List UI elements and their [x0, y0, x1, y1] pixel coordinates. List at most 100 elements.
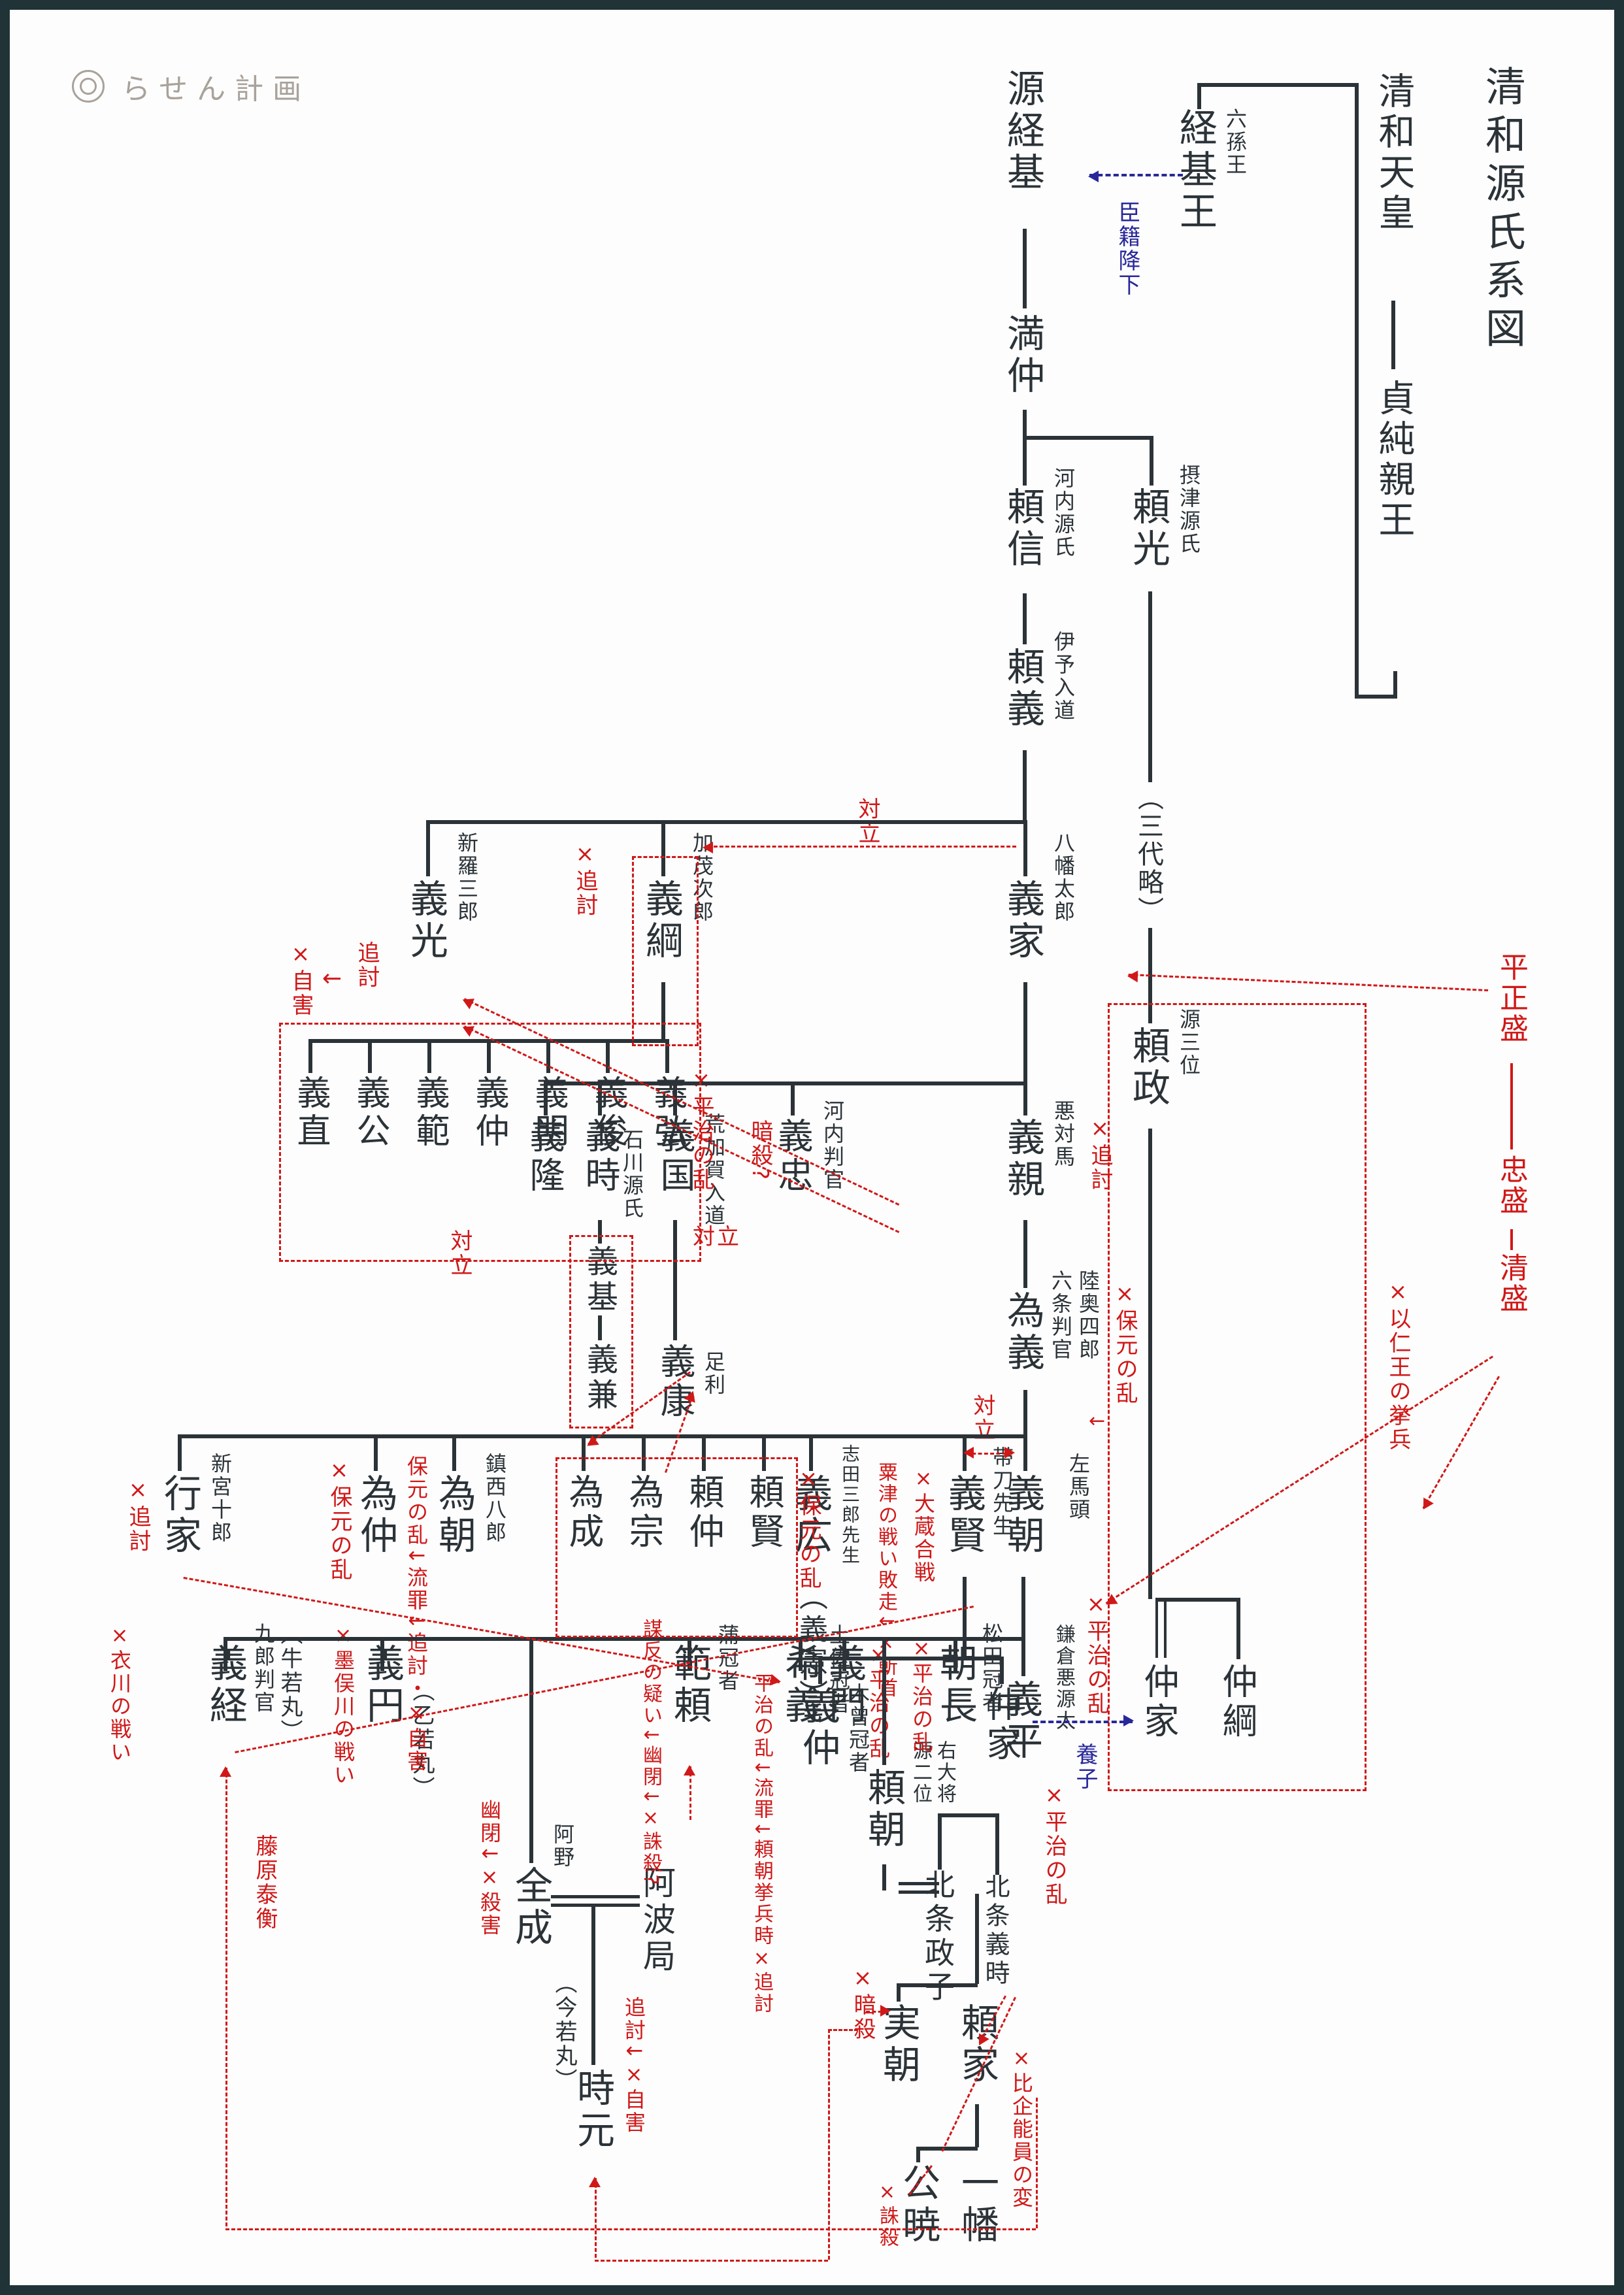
annotation: ×保元の乱: [1112, 1281, 1138, 1406]
descent-line: [1197, 83, 1201, 109]
descent-line: [1148, 928, 1152, 1023]
person-yoshikata: 義賢: [942, 1474, 986, 1557]
descent-line: [963, 1577, 967, 1658]
descent-line: [224, 1637, 227, 1671]
annotation: 謀反の疑い↓幽閉↓×誅殺?: [639, 1619, 662, 1887]
descent-line: [1023, 436, 1153, 440]
person-yoshinaka-kiso: 義仲: [796, 1686, 840, 1770]
conflict-dash: [708, 846, 1016, 848]
descent-line: [426, 820, 1027, 824]
descent-line: [791, 1081, 795, 1115]
annotation: ×平治の乱: [909, 1636, 934, 1754]
descent-line: [1023, 1081, 1027, 1115]
person-yoshitaka: 義隆: [523, 1117, 565, 1196]
epithet-label: 新宮十郎: [208, 1453, 233, 1544]
person-yoshinori: 義範: [410, 1075, 449, 1151]
person-yoriie: 頼家: [955, 2003, 999, 2087]
epithet-label: 鎮西八郎: [482, 1453, 507, 1544]
annotation: ×追討: [572, 841, 598, 917]
annotation: 保元の乱↓流罪↓追討・×自害: [404, 1455, 429, 1773]
descent-line: [975, 2104, 979, 2147]
conflict-dash: [866, 2011, 888, 2013]
descent-line: [374, 1434, 378, 1471]
person-tameyoshi: 為義: [1001, 1291, 1045, 1374]
person-yoshikane: 義兼: [581, 1343, 618, 1413]
descent-line: [308, 1039, 312, 1073]
annotation: ×平治の乱: [688, 1067, 714, 1192]
descent-line: [661, 820, 665, 876]
descent-line: [1023, 593, 1027, 644]
descent-line: [799, 1637, 803, 1671]
epithet-label: 帯刀先生: [989, 1446, 1014, 1538]
annotation: ×以仁王の挙兵: [1385, 1279, 1411, 1452]
relation-dash: [1033, 1721, 1133, 1723]
person-prince-sadazumi: 貞純親王: [1372, 379, 1415, 541]
descent-line: [995, 1813, 999, 1875]
descent-line: [975, 1894, 979, 1984]
descent-line: [598, 1081, 602, 1115]
descent-line: [762, 1434, 766, 1471]
annotation: 臣籍降下: [1114, 201, 1140, 297]
epithet-label: 源三位: [1176, 1008, 1201, 1077]
descent-line: [897, 1983, 901, 2002]
arrowhead: [1127, 970, 1138, 983]
descent-line: [606, 1039, 610, 1073]
epithet-label: 摂津源氏: [1176, 464, 1201, 555]
descent-line: [1023, 1220, 1027, 1288]
arrowhead: [1088, 171, 1099, 182]
arrowhead: [1418, 1497, 1434, 1513]
descent-line: [842, 1637, 846, 1671]
person-yorikata: 頼賢: [743, 1474, 784, 1552]
descent-line: [1391, 301, 1395, 369]
descent-line: [1355, 695, 1397, 699]
descent-line: [380, 1637, 384, 1671]
descent-line: [551, 1904, 640, 1907]
conflict-dash: [595, 2260, 828, 2262]
conflict-dash: [828, 2029, 830, 2260]
epithet-label: 加茂次郎: [689, 832, 714, 923]
descent-line: [544, 1081, 1027, 1085]
descent-line: [673, 1220, 677, 1340]
person-tametomo: 為朝: [432, 1474, 476, 1557]
person-tamenari: 為成: [563, 1474, 604, 1552]
descent-line: [544, 1081, 548, 1115]
descent-line: [882, 1637, 886, 1765]
epithet-label: 足利: [701, 1351, 726, 1396]
descent-line: [1148, 591, 1152, 782]
person-sanetomo: 実朝: [876, 2003, 921, 2087]
person-yoshikuni: 義国: [654, 1117, 695, 1196]
arrowhead: [220, 1766, 231, 1777]
annotation: 清盛: [1495, 1253, 1528, 1314]
epithet-label: 悪対馬: [1051, 1100, 1076, 1168]
annotation: 平正盛: [1495, 952, 1528, 1044]
descent-line: [1393, 671, 1397, 699]
epithet-label: （乙若丸）: [408, 1679, 435, 1800]
descent-line: [661, 982, 665, 1040]
annotation: ×暗殺: [850, 1965, 876, 2041]
person-tamenaka: 為仲: [354, 1474, 398, 1557]
annotation: 幽閉↓×殺害: [477, 1799, 502, 1937]
epithet-label: 松田冠者: [979, 1623, 1004, 1714]
person-hojo-yoshitoki: 北条義時: [981, 1874, 1010, 1989]
descent-line: [899, 1890, 939, 1894]
person-zenjo: 全成: [508, 1866, 553, 1949]
descent-line: [427, 1039, 431, 1073]
chart-paper: らせん計画 清和源氏系図 清和天皇貞純親王経基王源経基満仲頼信頼義義家義光義綱義…: [10, 10, 1614, 2285]
taira-line: [1510, 1229, 1513, 1250]
descent-line: [688, 1637, 691, 1671]
person-yorinaka: 頼仲: [683, 1474, 724, 1552]
epithet-label: 八幡太郎: [1051, 832, 1076, 923]
person-tamemune: 為宗: [623, 1474, 664, 1552]
annotation: ←: [322, 965, 344, 992]
descent-line: [551, 1895, 640, 1898]
epithet-label: 荒加賀入道: [701, 1113, 726, 1227]
arrowhead: [963, 1447, 974, 1459]
conflict-dash: [225, 1768, 227, 2226]
arrowhead: [880, 2005, 891, 2017]
descent-line: [1023, 436, 1027, 486]
descent-line: [487, 1039, 491, 1073]
descent-line: [665, 1039, 669, 1073]
conflict-dash: [966, 1453, 1012, 1455]
annotation: 対立: [446, 1229, 472, 1278]
person-yoshitomo: 義朝: [1001, 1474, 1045, 1557]
